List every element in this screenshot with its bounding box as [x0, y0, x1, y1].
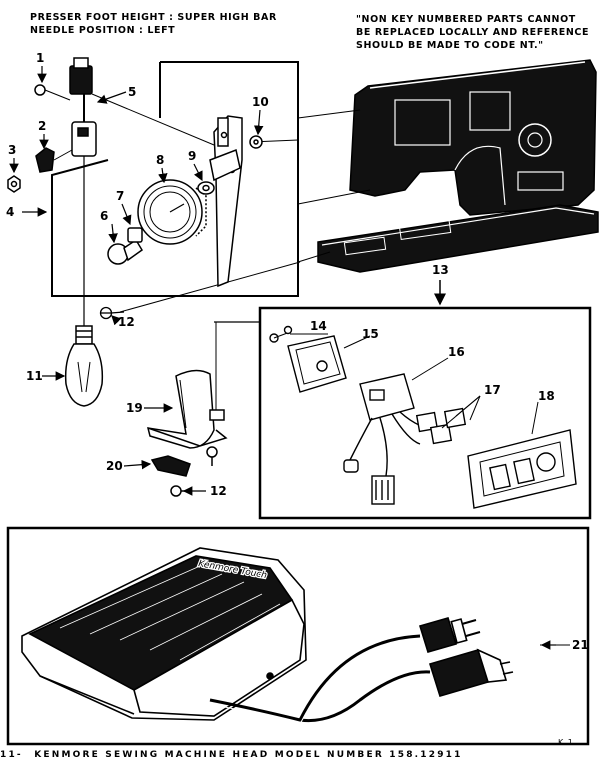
- note-line-1: "NON KEY NUMBERED PARTS CANNOT: [356, 14, 576, 25]
- callout-12-lower: 12: [210, 484, 227, 498]
- callout-11: 11: [26, 369, 43, 383]
- needle-bracket-frame: [51, 61, 299, 297]
- callout-8: 8: [156, 153, 165, 167]
- callout-3: 3: [8, 143, 17, 157]
- callout-arrows: [9, 66, 556, 650]
- controller-parts: [269, 325, 577, 509]
- callout-10: 10: [252, 95, 269, 109]
- callout-12-upper: 12: [118, 315, 135, 329]
- foot-pedal: [21, 547, 514, 726]
- needle-bar-assembly: [7, 57, 227, 328]
- light-bulb: [64, 325, 104, 407]
- callout-1: 1: [36, 51, 45, 65]
- callout-15: 15: [362, 327, 379, 341]
- callout-7: 7: [116, 189, 125, 203]
- callout-4: 4: [6, 205, 15, 219]
- callout-20: 20: [106, 459, 123, 473]
- leader-lines-top: [119, 109, 371, 313]
- footer-model-title: KENMORE SEWING MACHINE HEAD MODEL NUMBER…: [34, 750, 463, 760]
- foot-control-bracket: [146, 322, 228, 497]
- callout-14: 14: [310, 319, 327, 333]
- callout-16: 16: [448, 345, 465, 359]
- callout-18: 18: [538, 389, 555, 403]
- footer-page-prefix: 11-: [0, 750, 23, 760]
- needle-position-text: NEEDLE POSITION : LEFT: [30, 25, 176, 36]
- callout-6: 6: [100, 209, 109, 223]
- callout-21: 21: [572, 638, 589, 652]
- callout-17: 17: [484, 383, 501, 397]
- presser-foot-height-text: PRESSER FOOT HEIGHT : SUPER HIGH BAR: [30, 12, 277, 23]
- callout-9: 9: [188, 149, 197, 163]
- callout-13: 13: [432, 263, 449, 277]
- corner-mark: K 1: [558, 738, 574, 747]
- stitch-dial-assembly: [107, 115, 263, 288]
- controller-exploded-box: [258, 306, 592, 520]
- footer-title: 11- KENMORE SEWING MACHINE HEAD MODEL NU…: [0, 750, 463, 760]
- foot-pedal-frame: [6, 526, 590, 746]
- screw-12-upper: [99, 306, 125, 320]
- sewing-machine-head: [317, 59, 599, 273]
- note-line-2: BE REPLACED LOCALLY AND REFERENCE: [356, 27, 590, 38]
- note-line-3: SHOULD BE MADE TO CODE NT.": [356, 40, 544, 51]
- callout-2: 2: [38, 119, 47, 133]
- callout-19: 19: [126, 401, 143, 415]
- callout-5: 5: [128, 85, 137, 99]
